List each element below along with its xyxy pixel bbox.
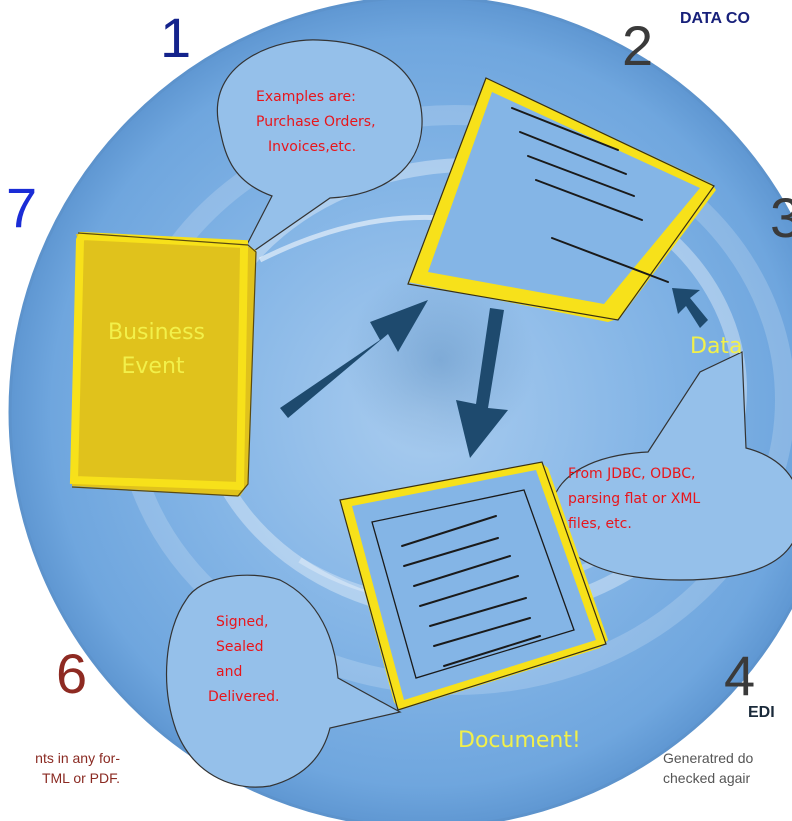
step-number-4: 4	[724, 644, 756, 707]
sources-speech-bubble	[550, 351, 792, 581]
business-event-label: Business Event	[108, 316, 206, 384]
delivery-line-1: Signed,	[216, 614, 269, 630]
business-event-label-line-2: Event	[121, 354, 185, 379]
output-document-frame	[339, 461, 608, 711]
arrow-data-to-document	[456, 308, 508, 458]
flow-arrows	[280, 288, 708, 458]
publication-description: nts in any for- TML or PDF.	[0, 748, 120, 788]
sources-line-2: parsing flat or XML	[568, 491, 701, 507]
business-event-frame	[69, 231, 257, 497]
data-document-frame	[407, 77, 716, 322]
data-collection-heading: DATA CO	[680, 10, 750, 27]
delivery-bubble-text: Signed, Sealed and Delivered.	[208, 610, 279, 710]
document-label: Document!	[458, 728, 581, 753]
examples-bubble-text: Examples are: Purchase Orders, Invoices,…	[256, 85, 376, 160]
edi-description: Generatred do checked agair	[663, 748, 792, 788]
examples-speech-bubble	[216, 39, 423, 263]
step-number-3: 3	[770, 186, 792, 249]
publication-description-line-2: TML or PDF.	[41, 770, 120, 786]
edi-heading: EDI	[748, 704, 775, 721]
business-event-label-line-1: Business	[108, 320, 206, 345]
examples-line-3: Invoices,etc.	[268, 139, 357, 155]
step-number-7: 7	[6, 176, 38, 239]
data-label: Data	[690, 334, 743, 359]
sources-line-3: files, etc.	[568, 516, 632, 532]
delivery-speech-bubble	[165, 574, 402, 788]
delivery-line-4: Delivered.	[208, 689, 280, 705]
sources-bubble-text: From JDBC, ODBC, parsing flat or XML fil…	[568, 462, 700, 537]
edi-description-line-2: checked agair	[663, 770, 751, 786]
step-number-6: 6	[56, 642, 88, 705]
step-number-1: 1	[160, 6, 192, 69]
examples-line-2: Purchase Orders,	[256, 114, 376, 130]
edi-description-line-1: Generatred do	[663, 750, 754, 766]
step-number-2: 2	[622, 14, 654, 77]
arrow-event-to-data	[280, 300, 428, 418]
arrow-data-source	[672, 288, 708, 328]
publication-description-line-1: nts in any for-	[35, 750, 120, 766]
delivery-line-2: Sealed	[216, 639, 264, 655]
sources-line-1: From JDBC, ODBC,	[568, 466, 696, 482]
delivery-line-3: and	[216, 664, 243, 680]
examples-line-1: Examples are:	[256, 89, 356, 105]
